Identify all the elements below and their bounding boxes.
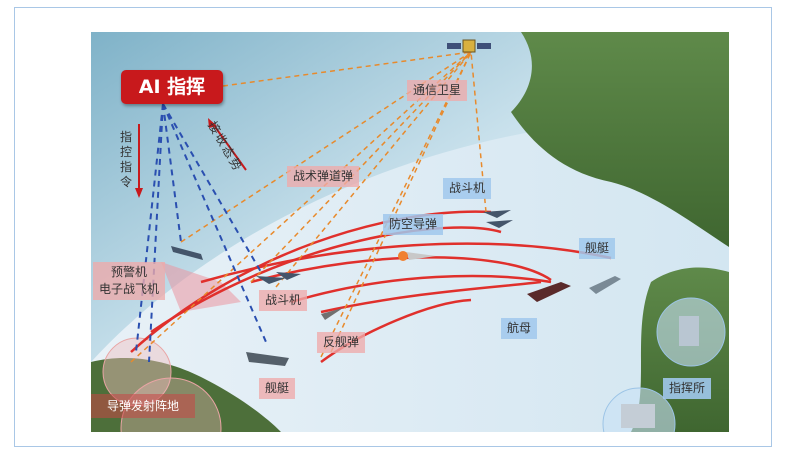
aew-label: 预警机 电子战飞机 <box>93 262 166 300</box>
ai-command-box: AI 指挥 <box>121 70 223 104</box>
command-post-label: 指挥所 <box>663 378 712 399</box>
command-char-1: 指 <box>119 130 132 144</box>
carrier-label: 航母 <box>501 318 538 339</box>
command-char-3: 指 <box>119 160 132 174</box>
fighter-top-label: 战斗机 <box>443 178 492 199</box>
aew-label-line1: 预警机 <box>111 265 148 279</box>
battlefield-scene: AI 指挥 指 控 指 令 接收态势 通信卫星 战术弹道弹 战斗机 防空导弹 舰… <box>91 32 729 432</box>
figure-frame: AI 指挥 指 控 指 令 接收态势 通信卫星 战术弹道弹 战斗机 防空导弹 舰… <box>14 7 772 447</box>
missile-base-label: 导弹发射阵地 <box>91 394 195 418</box>
command-char-2: 控 <box>119 145 132 159</box>
aew-label-line2: 电子战飞机 <box>99 282 160 296</box>
anti-ship-missile-label: 反舰弹 <box>317 332 366 353</box>
fighter-mid-label: 战斗机 <box>259 290 308 311</box>
warship-right-label: 舰艇 <box>579 238 616 259</box>
command-char-4: 令 <box>119 175 132 189</box>
command-instruction-label: 指 控 指 令 <box>119 130 133 190</box>
tactical-missile-label: 战术弹道弹 <box>287 166 360 187</box>
air-defense-missile-label: 防空导弹 <box>383 214 444 235</box>
warship-bottom-label: 舰艇 <box>259 378 296 399</box>
satellite-label: 通信卫星 <box>407 80 468 101</box>
